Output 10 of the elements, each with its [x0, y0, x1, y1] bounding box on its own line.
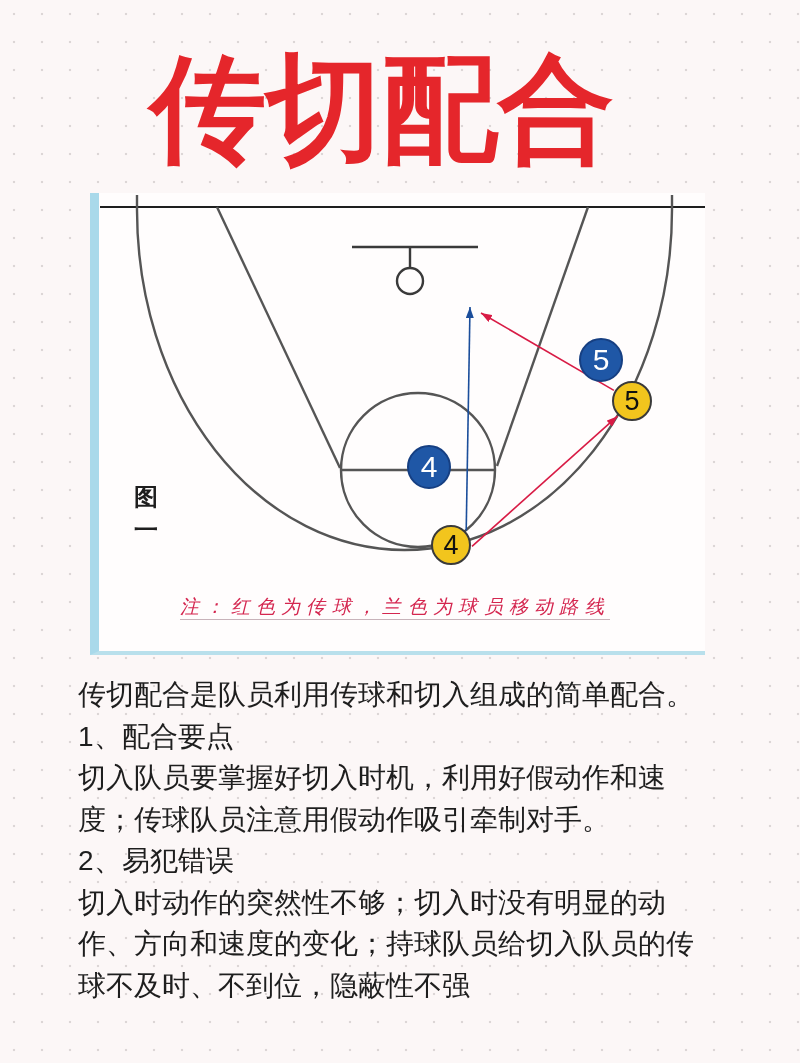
- paragraph: 传切配合是队员利用传球和切入组成的简单配合。: [78, 678, 694, 712]
- paragraph: 切入时动作的突然性不够；切入时没有明显的动作、方向和速度的变化；持球队员给切入队员的传球不及时、不到位，隐蔽性不强: [78, 885, 695, 1003]
- arrow: [465, 306, 474, 532]
- section-heading: 2、易犯错误: [78, 844, 234, 878]
- paragraph: 切入队员要掌握好切入时机，利用好假动作和速度；传球队员注意用假动作吸引牵制对手。: [78, 761, 667, 837]
- section-heading: 1、配合要点: [78, 719, 234, 754]
- arrow: [471, 415, 619, 548]
- arrow: [480, 312, 615, 392]
- figure-label: 图一: [134, 481, 159, 546]
- note-text: 注：红色为传球，兰色为球员移动路线: [180, 594, 611, 620]
